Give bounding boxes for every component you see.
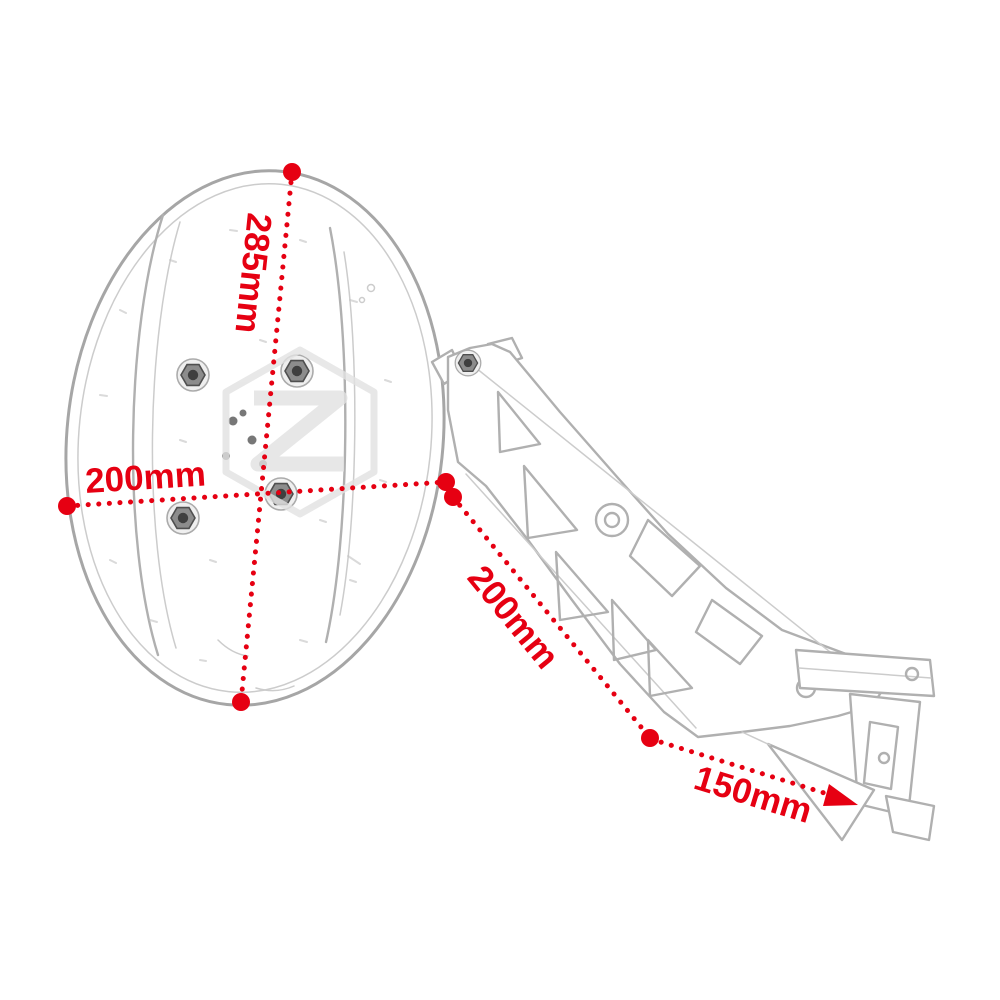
arm-mount-bolt-icon (454, 349, 482, 377)
dimension-endpoint-dot (444, 488, 462, 506)
dimension-arrowhead (823, 784, 858, 806)
dimension-endpoint-dot (283, 163, 301, 181)
plate-crease-left-outer (131, 213, 165, 657)
plate-sketch (64, 169, 446, 707)
rivet-dot (247, 435, 257, 445)
arm-cutout-2 (522, 464, 579, 540)
arm-cutout-3 (554, 550, 610, 622)
dimension-endpoint-dot (58, 497, 76, 515)
bracket-foot (884, 794, 936, 842)
arm-pivot-inner (603, 511, 621, 529)
watermark-logo (222, 346, 378, 518)
bracket-bolt-hole (904, 666, 920, 682)
arm-cutout-4 (610, 598, 658, 662)
dimension-label: 200mm (84, 454, 207, 500)
plate-detail-mark (358, 296, 366, 304)
arm-inner-edge-bottom (465, 473, 697, 729)
dimension-label: 200mm (460, 558, 567, 676)
arm-cutout-5 (646, 638, 694, 698)
plate-inner-rim (77, 182, 433, 694)
dimension-line (648, 736, 837, 799)
dimension-endpoint-dot (232, 693, 250, 711)
plate-bolt-icon (166, 501, 200, 535)
bracket-slot (862, 720, 900, 791)
watermark-hexagon (222, 346, 378, 518)
plate-bolt-icon (176, 358, 210, 392)
bracket-bolt-hole (877, 751, 891, 765)
plate-crease-right-inner (339, 251, 356, 616)
watermark-letter-z (250, 390, 348, 472)
plate-texture-speckles (94, 229, 392, 662)
rivet-dot (228, 416, 238, 426)
dimension-line (450, 494, 653, 741)
arm-sketch (430, 336, 886, 739)
dimension-line (238, 169, 295, 705)
arm-cutout-7 (694, 598, 764, 666)
bracket-arm-joint-line (741, 731, 771, 746)
dimension-line (64, 479, 449, 509)
plate-crease-left-inner (151, 221, 181, 649)
arm-cutout-1 (496, 390, 542, 454)
arm-inner-edge-top (475, 367, 841, 661)
arm-cutout-6 (628, 518, 702, 598)
rivet-dot (239, 409, 247, 417)
bracket-top-bar-edge (798, 667, 932, 679)
arm-pivot-outer (594, 502, 630, 538)
dimension-plate-width: 200mm (58, 454, 455, 515)
plate-detail-mark (366, 283, 376, 293)
dimension-endpoint-dot (437, 473, 455, 491)
plate-crease-right-outer (324, 226, 347, 644)
